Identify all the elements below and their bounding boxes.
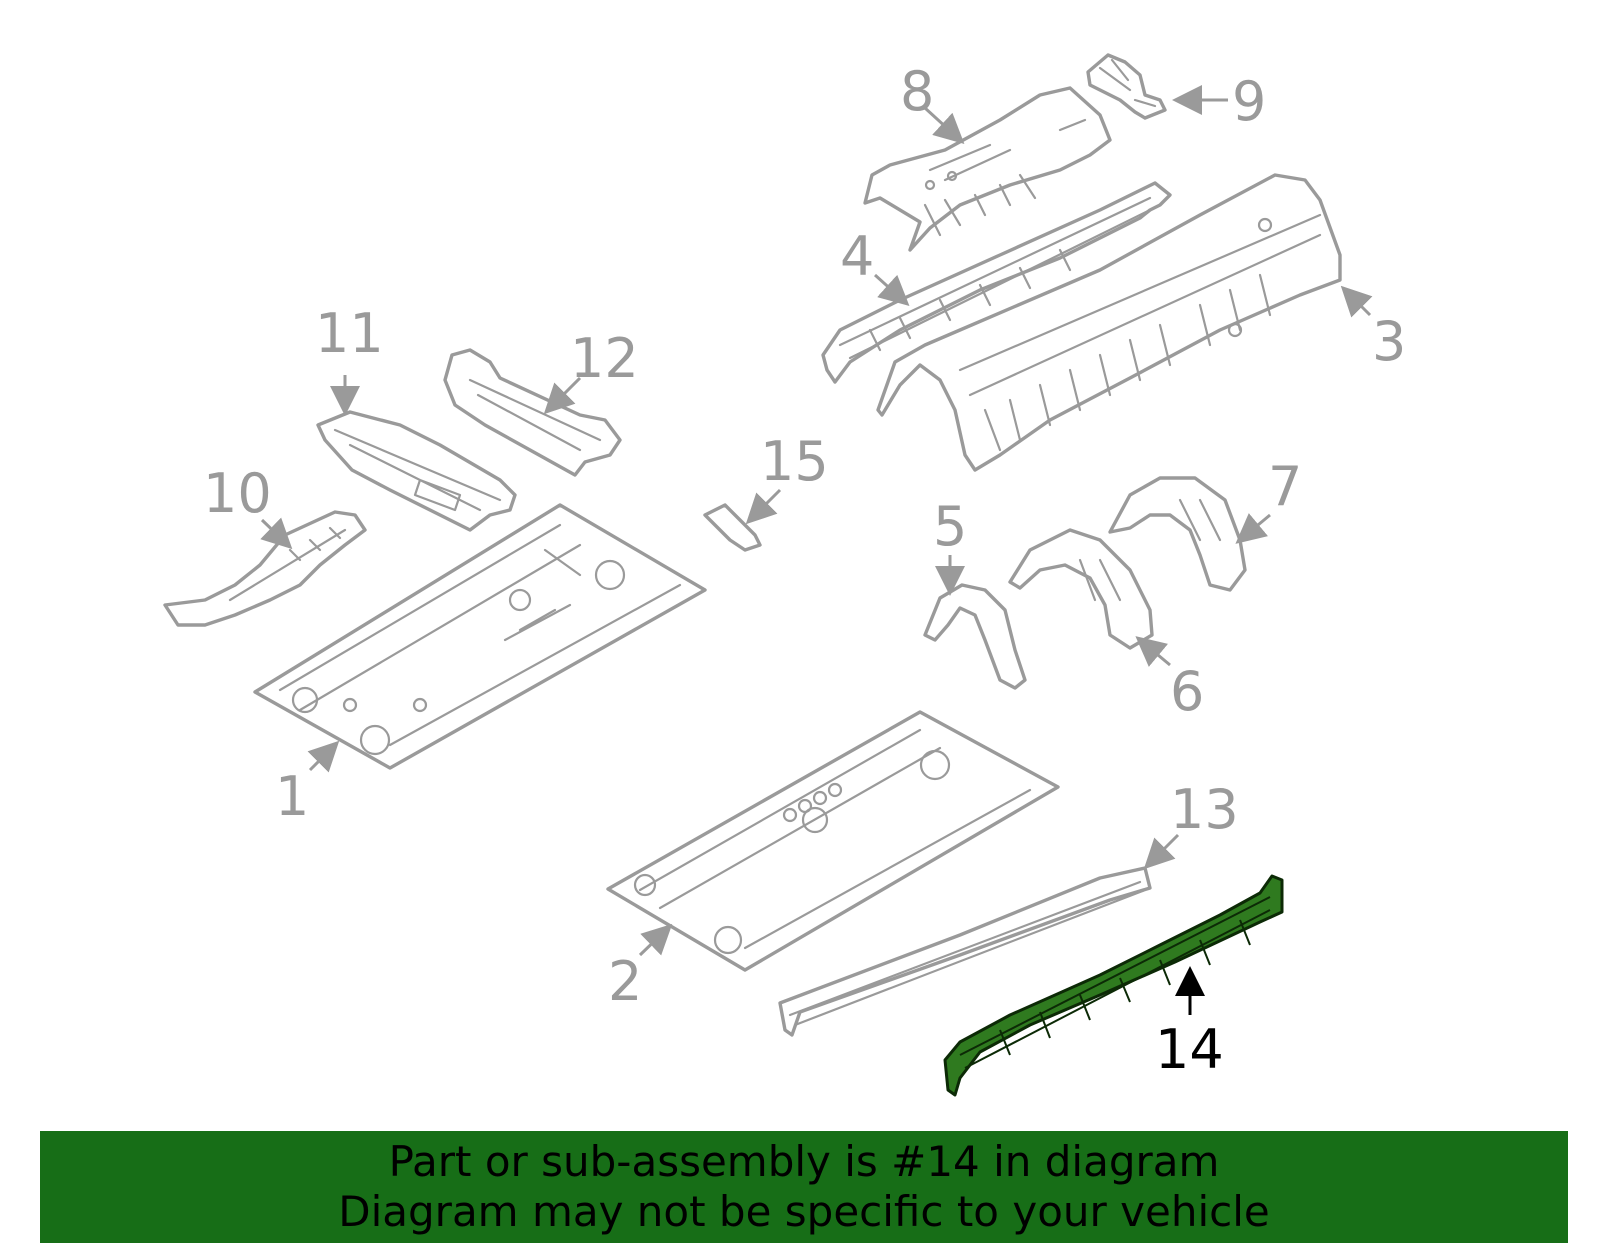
svg-text:3: 3: [1372, 310, 1406, 373]
callout-6: 6: [1135, 636, 1204, 723]
info-banner: Part or sub-assembly is #14 in diagram D…: [40, 1131, 1568, 1243]
callout-2: 2: [608, 923, 673, 1013]
banner-line-2: Diagram may not be specific to your vehi…: [338, 1187, 1270, 1236]
svg-text:8: 8: [900, 60, 934, 123]
banner-line-1: Part or sub-assembly is #14 in diagram: [388, 1137, 1220, 1186]
part-5-wheel-arch: [923, 583, 1027, 690]
svg-text:9: 9: [1232, 70, 1266, 133]
part-6-wheel-arch: [1008, 528, 1154, 650]
part-15-bracket: [703, 503, 762, 552]
svg-text:6: 6: [1170, 660, 1204, 723]
callout-5: 5: [933, 495, 967, 596]
part-9-bracket: [1086, 53, 1167, 120]
callout-9: 9: [1172, 70, 1266, 133]
part-2-floor-pan: [606, 710, 1060, 972]
svg-text:15: 15: [760, 430, 829, 493]
part-1-floor-pan: [253, 503, 707, 770]
callout-15: 15: [745, 430, 829, 525]
part-7-wheel-arch: [1108, 476, 1247, 592]
callout-1: 1: [275, 740, 340, 828]
svg-text:5: 5: [933, 495, 967, 558]
part-4-rail: [821, 181, 1172, 384]
callout-10: 10: [203, 462, 293, 550]
svg-text:4: 4: [840, 225, 874, 288]
part-13-rail: [778, 866, 1152, 1037]
part-8-panel: [863, 86, 1112, 252]
callout-12: 12: [543, 327, 639, 415]
callout-8: 8: [900, 60, 965, 145]
part-12-crossmember: [443, 348, 622, 477]
part-11-crossmember: [316, 410, 517, 532]
svg-text:10: 10: [203, 462, 272, 525]
part-14-highlighted: [943, 874, 1284, 1097]
part-3-tunnel: [876, 173, 1342, 472]
svg-text:2: 2: [608, 950, 642, 1013]
svg-text:1: 1: [275, 765, 309, 828]
callout-13: 13: [1143, 778, 1239, 870]
svg-text:11: 11: [315, 302, 384, 365]
svg-text:13: 13: [1170, 778, 1239, 841]
callout-3: 3: [1340, 285, 1406, 373]
svg-text:7: 7: [1268, 455, 1302, 518]
svg-text:12: 12: [570, 327, 639, 390]
svg-text:14: 14: [1155, 1018, 1224, 1081]
callout-4: 4: [840, 225, 910, 307]
callout-14: 14: [1155, 966, 1224, 1081]
part-10-bracket: [163, 510, 367, 627]
callout-11: 11: [315, 302, 384, 416]
callout-7: 7: [1235, 455, 1302, 544]
